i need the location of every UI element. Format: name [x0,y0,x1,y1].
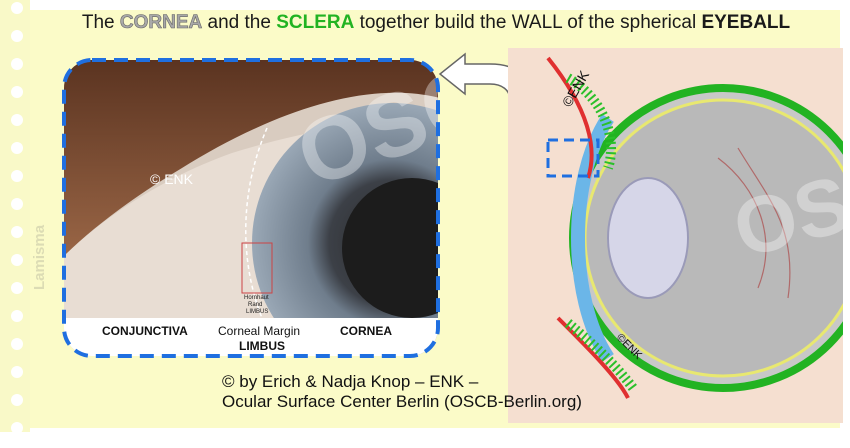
eye-photo-panel: OSCB © ENK Hornhaut Rand LIMBUS CONJUNCT… [62,58,440,358]
title-part2: and the [202,12,277,33]
slide-title: The CORNEA and the SCLERA together build… [36,12,836,42]
title-part1: The [81,12,120,33]
left-strip [0,0,30,432]
pupil [342,178,438,318]
slide-canvas: The CORNEA and the SCLERA together build… [0,0,843,432]
footer-credit-line2: Ocular Surface Center Berlin (OSCB-Berli… [222,392,582,411]
eyelid-skin [64,60,438,258]
label-limbus: LIMBUS [239,339,285,353]
photo-copyright: © ENK [150,171,194,187]
diagram-focus-box [546,138,600,178]
photo-dashed-frame [62,58,440,358]
photo-small-label-3: LIMBUS [246,309,268,315]
title-sclera: SCLERA [276,12,355,33]
title-eyeball: EYEBALL [701,12,791,33]
photo-small-label-2: Rand [248,302,262,308]
label-corneal-margin: Corneal Margin [218,324,300,338]
eyeball-diagram: OSCB ©ENK ©ENK [508,48,843,423]
title-cornea: CORNEA [119,12,203,34]
side-label-graphic: Lamisma [31,224,48,290]
photo-small-label-1: Hornhaut [244,295,269,301]
footer-credit-line1: © by Erich & Nadja Knop – ENK – [222,372,479,391]
label-cornea: CORNEA [340,324,392,338]
title-part3: together build the WALL of the spherical [354,12,702,33]
side-label: Lamisma [31,224,48,290]
label-conjunctiva: CONJUNCTIVA [102,324,188,338]
cornea-curve [571,114,614,362]
decorative-dots [11,2,23,434]
